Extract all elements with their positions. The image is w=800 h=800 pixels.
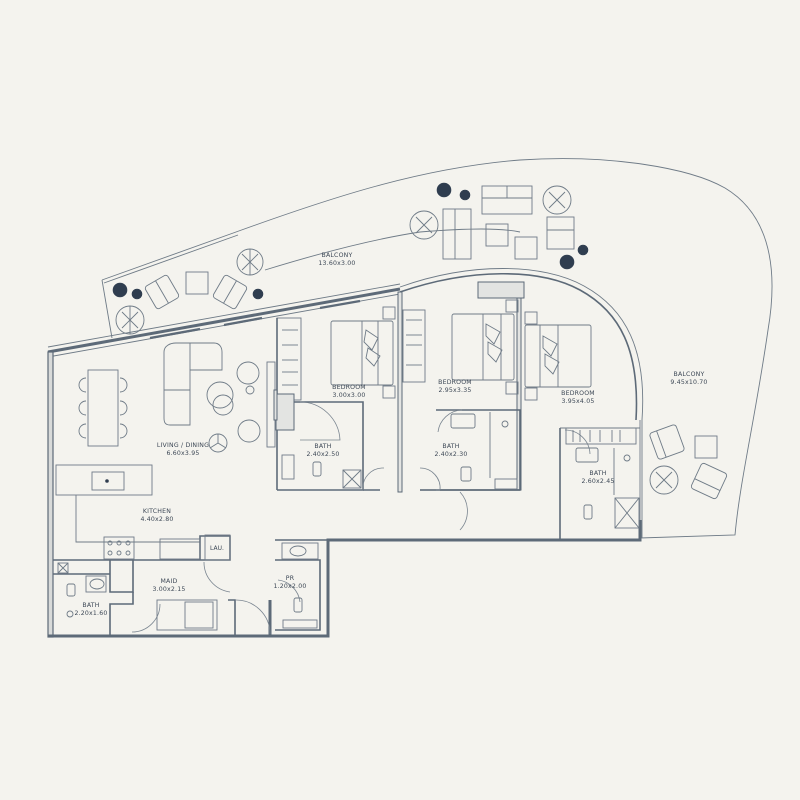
tree-icon	[649, 465, 679, 495]
room-labels: BALCONY 13.60x3.00 BALCONY 9.45x10.70 LI…	[74, 252, 707, 617]
plant-icon	[131, 288, 143, 300]
kitchen-fixtures	[91, 471, 231, 561]
plant-icon	[559, 254, 575, 270]
plant-icon	[112, 282, 128, 298]
bed-bedroom-3	[524, 311, 592, 401]
cooktop-icon	[103, 536, 135, 560]
balcony-outline	[101, 158, 773, 539]
side-table	[694, 435, 718, 459]
tv-unit	[273, 389, 278, 421]
bed-bedroom-2	[451, 299, 519, 395]
label-bath-2: BATH	[442, 443, 459, 450]
tree-icon	[542, 185, 572, 215]
size-balcony-main: 13.60x3.00	[318, 260, 355, 267]
size-bedroom-3: 3.95x4.05	[561, 398, 594, 405]
size-bath-2: 2.40x2.30	[434, 451, 467, 458]
label-maid-bath: BATH	[82, 602, 99, 609]
label-balcony-main: BALCONY	[322, 252, 353, 259]
label-bedroom-2: BEDROOM	[438, 379, 472, 386]
label-bath-3: BATH	[589, 470, 606, 477]
armchair-icon	[212, 274, 248, 310]
size-bedroom-1: 3.00x3.00	[332, 392, 365, 399]
tree-icon	[409, 210, 439, 240]
label-bath-1: BATH	[314, 443, 331, 450]
fridge	[159, 538, 201, 560]
exterior-walls	[47, 283, 642, 638]
armchair-icon	[236, 361, 261, 443]
tree-icon	[115, 305, 145, 335]
size-bath-3: 2.60x2.45	[581, 478, 614, 485]
tree-icon	[236, 248, 264, 276]
size-bedroom-2: 2.95x3.35	[438, 387, 471, 394]
curved-glazing	[264, 228, 644, 421]
armchair-icon	[690, 462, 728, 500]
bed-bedroom-1	[330, 306, 396, 399]
label-bedroom-3: BEDROOM	[561, 390, 595, 397]
size-kitchen: 4.40x2.80	[140, 516, 173, 523]
bath-2-fixtures	[450, 412, 518, 490]
size-powder-room: 1.20x2.00	[273, 583, 306, 590]
coffee-table	[206, 381, 234, 416]
size-maid-bath: 2.20x1.60	[74, 610, 107, 617]
side-table	[185, 271, 209, 295]
ottoman	[514, 236, 538, 260]
plant-icon	[577, 244, 589, 256]
dining-table	[78, 369, 128, 447]
doors	[131, 401, 591, 635]
interior-walls	[53, 281, 525, 636]
label-living-dining: LIVING / DINING	[157, 442, 209, 449]
sectional-sofa	[163, 342, 223, 426]
bath-3-fixtures	[565, 427, 640, 529]
plant-icon	[459, 189, 471, 201]
label-bedroom-1: BEDROOM	[332, 384, 366, 391]
dining-chair-icon	[78, 377, 128, 439]
bath-1-fixtures	[281, 454, 362, 489]
label-kitchen: KITCHEN	[143, 508, 171, 515]
sofa-icon	[481, 185, 533, 215]
laundry-box	[204, 534, 231, 561]
round-stool	[208, 433, 228, 453]
balcony-furniture-right	[649, 424, 728, 500]
plant-icon	[252, 288, 264, 300]
size-maid: 3.00x2.15	[152, 586, 185, 593]
size-balcony-side: 9.45x10.70	[670, 379, 707, 386]
armchair-icon	[144, 274, 180, 310]
armchair-icon	[649, 424, 685, 460]
balcony-furniture-center	[409, 182, 589, 270]
plant-icon	[436, 182, 452, 198]
label-maid: MAID	[161, 578, 178, 585]
sofa-icon	[442, 208, 472, 260]
ottoman	[485, 223, 509, 247]
maid-fixtures	[57, 562, 218, 631]
balcony-furniture-left	[112, 248, 264, 335]
armchair-icon	[546, 216, 575, 250]
label-balcony-side: BALCONY	[674, 371, 705, 378]
label-laundry: LAU.	[210, 545, 224, 552]
pr-fixtures	[281, 542, 319, 629]
size-living-dining: 6.60x3.95	[166, 450, 199, 457]
size-bath-1: 2.40x2.50	[306, 451, 339, 458]
label-powder-room: PR	[286, 575, 295, 582]
